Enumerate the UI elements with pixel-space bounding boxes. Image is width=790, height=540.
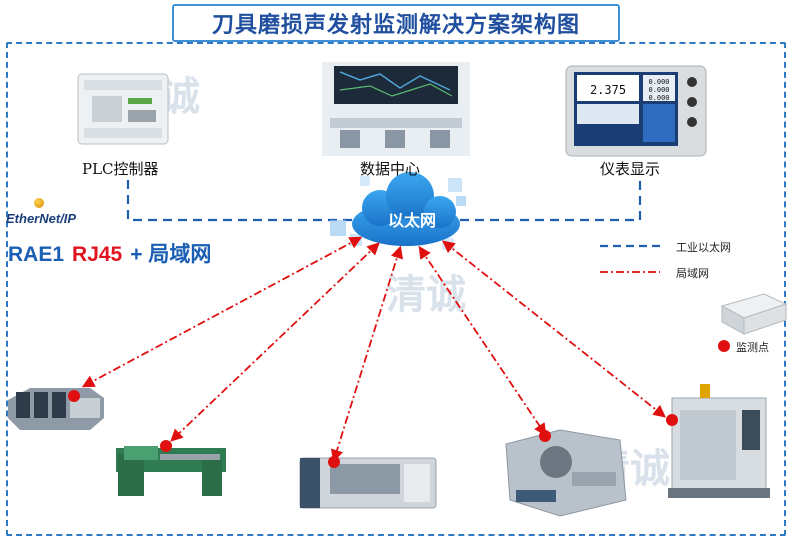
plc-label: PLC控制器 (82, 160, 159, 178)
machine-4-monitor-dot (539, 430, 551, 442)
ethernetip-logo: EtherNet/IP (6, 196, 76, 226)
legend-lan-label: 局域网 (676, 267, 709, 280)
diagram-title: 刀具磨损声发射监测解决方案架构图 (211, 13, 580, 38)
protocol-lan: + 局域网 (130, 243, 212, 266)
diagram-frame (6, 42, 786, 536)
ethernetip-logo-text: EtherNet/IP (6, 211, 77, 226)
meter-small-reading-3: 0.000 (648, 94, 669, 102)
ethernet-line-meter (445, 180, 642, 222)
cloud-label: 以太网 (387, 211, 436, 230)
datacenter-image (322, 62, 470, 156)
legend-monitor-label: 监测点 (736, 341, 769, 354)
ethernet-line-plc (126, 180, 362, 222)
ethernet-cloud (352, 172, 460, 246)
meter-image (565, 65, 707, 157)
lan-line-machine-3 (330, 245, 404, 463)
sensor-module-image (720, 293, 788, 335)
machine-1-monitor-dot (68, 390, 80, 402)
meter-label: 仪表显示 (600, 160, 661, 178)
title-box: 刀具磨损声发射监测解决方案架构图 (172, 4, 620, 42)
machine-3-monitor-dot (328, 456, 340, 468)
lan-line-machine-4 (418, 245, 547, 437)
machine-1-image (8, 388, 104, 430)
machine-2-image (116, 440, 226, 496)
protocol-rae1: RAE1 (8, 243, 65, 266)
ethernetip-logo-icon (34, 198, 44, 208)
lan-line-machine-5 (442, 240, 666, 418)
meter-main-reading: 2.375 (590, 83, 626, 97)
legend-ethernet-label: 工业以太网 (676, 241, 731, 254)
meter-small-reading-1: 0.000 (648, 78, 669, 86)
machine-4-image (505, 429, 627, 517)
machine-5-monitor-dot (666, 414, 678, 426)
meter-small-reading-2: 0.000 (648, 86, 669, 94)
machine-5-image (666, 384, 770, 498)
machine-3-image (299, 456, 437, 509)
machine-2-monitor-dot (160, 440, 172, 452)
lan-line-machine-2 (170, 242, 380, 442)
protocol-label: RAE1 RJ45 + 局域网 (8, 238, 211, 268)
protocol-rj45: RJ45 (72, 243, 123, 266)
plc-device-image (77, 73, 169, 145)
datacenter-label: 数据中心 (360, 160, 421, 178)
legend-monitor-dot (718, 340, 730, 352)
